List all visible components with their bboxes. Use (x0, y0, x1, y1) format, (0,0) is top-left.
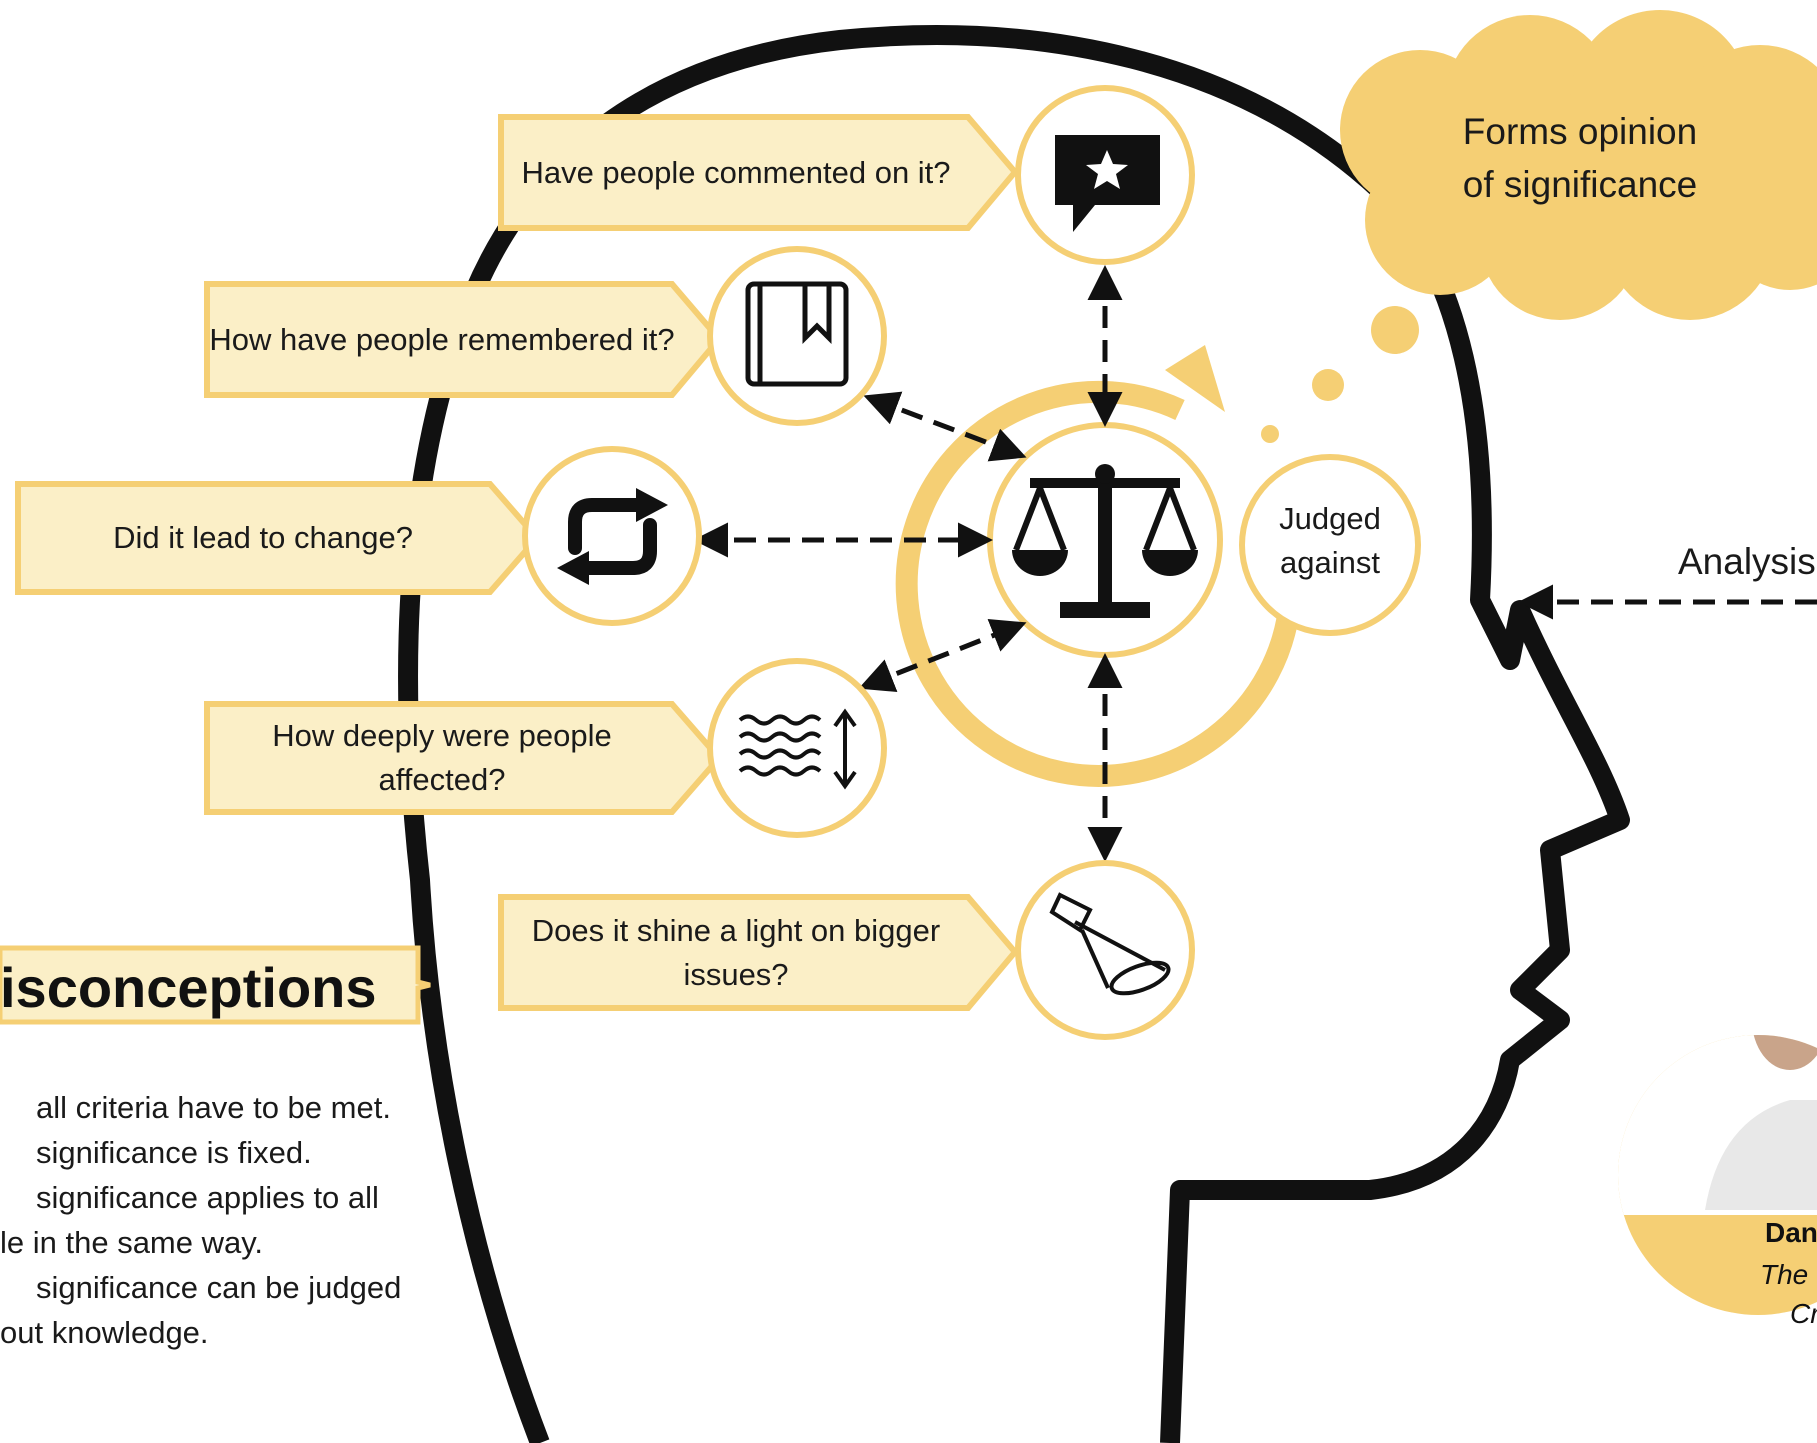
person-line-1: The (1760, 1259, 1809, 1290)
question-change: Did it lead to change? (18, 484, 508, 592)
judged-line-1: Judged (1279, 501, 1381, 536)
connector-arrows (693, 265, 1817, 862)
head-outline (398, 25, 1630, 1443)
question-bigger-issues-label: Does it shine a light on bigger issues? (531, 912, 941, 992)
balance-scale-icon (1012, 464, 1198, 618)
question-bigger-issues: Does it shine a light on bigger issues? (501, 897, 971, 1008)
misconceptions-list: all criteria have to be met. significanc… (0, 1085, 401, 1355)
analysis-label: Analysis (1678, 541, 1816, 582)
repeat-arrowheads (557, 488, 668, 585)
question-remembered: How have people remembered it? (207, 284, 677, 395)
arrow-lower-left (858, 618, 1027, 693)
arrow-upper-left (863, 391, 1027, 462)
thought-line-2: of significance (1462, 164, 1698, 205)
question-commented: Have people commented on it? (501, 117, 971, 228)
waves-depth-icon (738, 708, 857, 790)
question-remembered-label: How have people remembered it? (209, 321, 675, 357)
misconception-6: out knowledge. (0, 1315, 209, 1350)
misconception-4: le in the same way. (0, 1225, 264, 1260)
banner-5 (498, 894, 1019, 1011)
judged-line-2: against (1280, 545, 1380, 580)
question-change-label: Did it lead to change? (113, 520, 413, 555)
banner-2 (204, 281, 723, 398)
judged-circle (1239, 454, 1421, 636)
repeat-arrows-icon (568, 498, 657, 575)
banner-3 (15, 481, 541, 595)
question-affected: How deeply were people affected? (207, 704, 677, 812)
icon-circle-2 (707, 246, 887, 426)
misconceptions-banner (0, 945, 431, 1025)
misconception-3: significance applies to all (36, 1180, 379, 1215)
misconception-5: significance can be judged (36, 1270, 402, 1305)
misconception-2: significance is fixed. (36, 1135, 312, 1170)
spotlight-icon (1049, 892, 1171, 996)
misconceptions-title: isconceptions (0, 956, 377, 1019)
banner-4 (204, 701, 723, 815)
judged-against-text: Judged against (1250, 497, 1410, 585)
icon-circle-4 (707, 658, 887, 838)
bookmark-book-icon (745, 281, 849, 387)
question-affected-label: How deeply were people affected? (272, 718, 612, 797)
misconception-1: all criteria have to be met. (36, 1090, 391, 1125)
question-commented-label: Have people commented on it? (521, 154, 951, 190)
question-banners (15, 114, 1019, 1011)
person-portrait (1618, 1035, 1817, 1215)
person-name: Dan (1765, 1217, 1817, 1248)
icon-circle-3 (522, 446, 702, 626)
thought-cloud (1261, 10, 1817, 443)
icon-circle-5 (1015, 860, 1195, 1040)
person-line-2: Cr (1790, 1298, 1817, 1329)
banner-1 (498, 114, 1019, 231)
thought-text: Forms opinion of significance (1420, 105, 1740, 211)
thought-line-1: Forms opinion (1462, 111, 1698, 152)
cycle-arrow-head (1165, 345, 1225, 412)
comment-star-icon (1055, 135, 1160, 232)
